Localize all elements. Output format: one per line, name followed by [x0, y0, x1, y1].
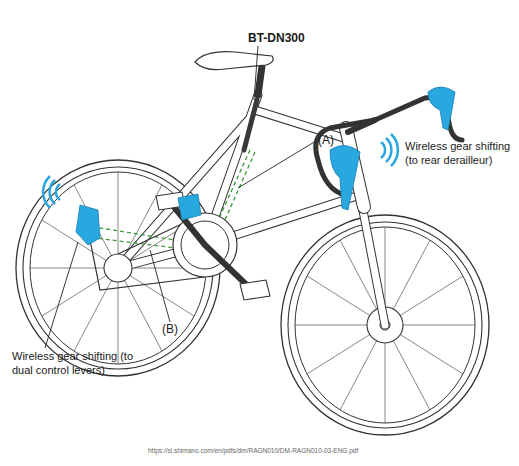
callout-letter: (B)	[162, 322, 178, 337]
rear-derailleur	[76, 205, 100, 245]
signal-label: Wireless gear shifting (to rear deraille…	[405, 140, 517, 168]
rear-spokes	[30, 172, 206, 364]
callout-letter: (A)	[318, 133, 334, 148]
frame-outline	[118, 95, 385, 325]
saddle	[195, 52, 273, 70]
rear-rim	[30, 172, 206, 364]
leader-line	[238, 141, 316, 188]
leader-line	[45, 242, 78, 348]
battery-bt-dn300	[244, 100, 257, 150]
leader-line	[150, 250, 170, 322]
cassette	[104, 254, 132, 282]
part-label: BT-DN300	[248, 31, 305, 46]
frame-tubes	[118, 95, 385, 325]
signal-label: Wireless gear shifting (to dual control …	[12, 350, 152, 378]
source-url: https://si.shimano.com/en/pdfs/dm/RAGN01…	[148, 447, 448, 455]
dual-control-lever	[428, 87, 455, 130]
leader-line	[254, 46, 258, 100]
front-derailleur	[178, 194, 201, 220]
wireless-symbol	[381, 134, 398, 166]
seatpost	[258, 66, 262, 95]
dual-control-lever	[330, 145, 360, 210]
pedal	[240, 280, 270, 300]
wireless-symbol	[43, 176, 60, 208]
